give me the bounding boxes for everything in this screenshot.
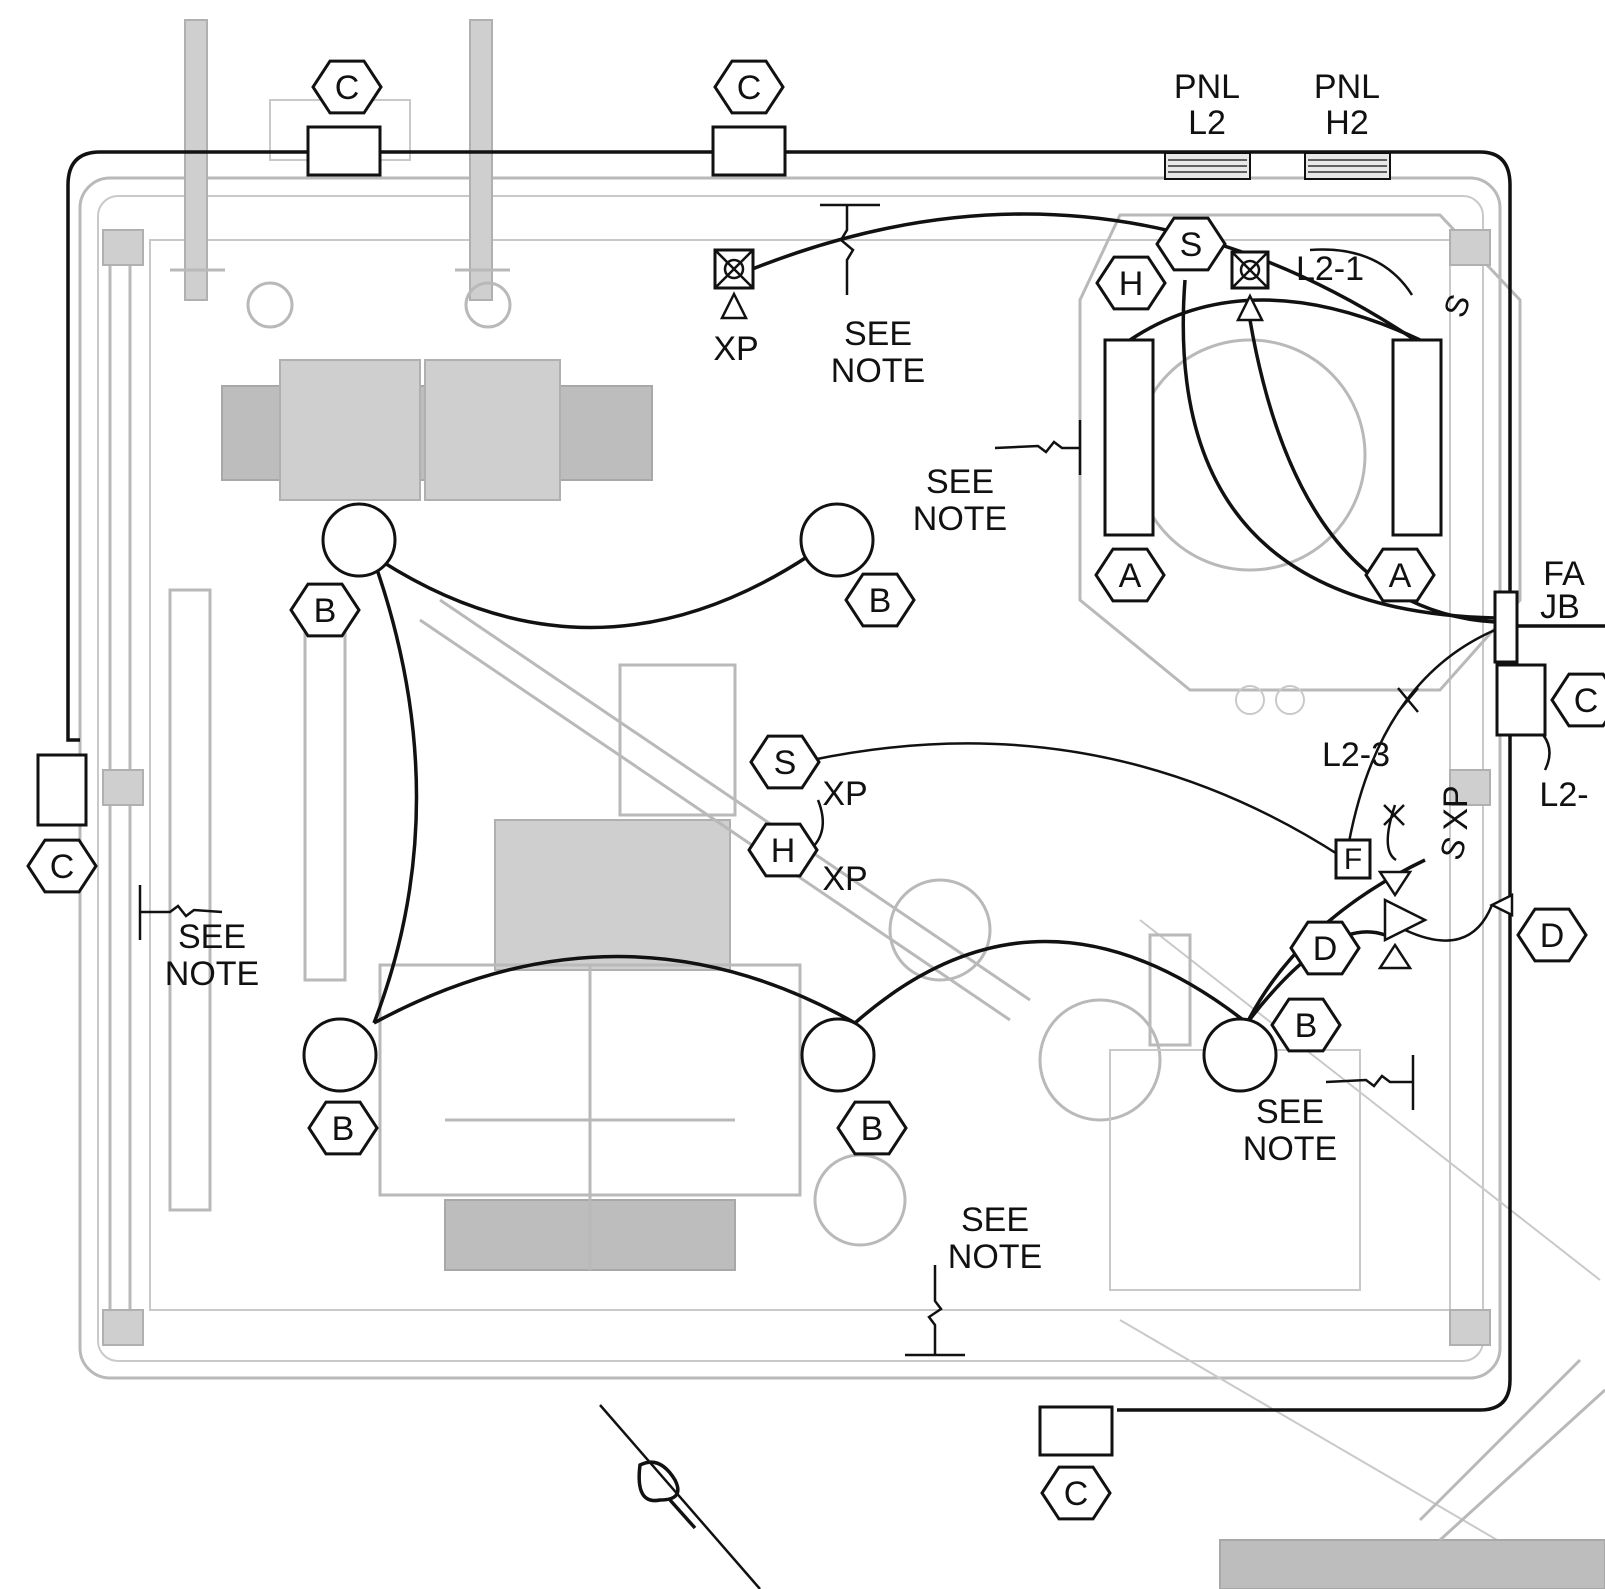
hex-c-left: C — [26, 838, 98, 894]
hex-b-4: B — [836, 1100, 908, 1156]
hex-b-3: B — [307, 1100, 379, 1156]
xp-label-s: XP — [822, 775, 867, 813]
hex-c-top-1: C — [311, 59, 383, 115]
hex-c-right-label: C — [1574, 682, 1599, 720]
circuit-l2-1: L2-1 — [1296, 250, 1364, 288]
wiring-layer — [66, 150, 1605, 1589]
see-note-4-see: SEE — [1256, 1093, 1324, 1131]
perimeter-conduit — [66, 150, 1512, 742]
device-b-1 — [321, 502, 397, 578]
hex-c-bottom-label: C — [1064, 1475, 1089, 1513]
device-c-left — [36, 753, 88, 827]
device-b-3 — [302, 1017, 378, 1093]
valve-d — [1377, 870, 1514, 970]
hex-a-left-label: A — [1119, 557, 1142, 595]
device-f-box — [1334, 838, 1372, 880]
hex-a-right: A — [1364, 547, 1436, 603]
devices-layer — [36, 125, 1547, 1457]
hex-b-5-label: B — [1295, 1007, 1318, 1045]
heater-a-left — [1103, 338, 1155, 537]
hex-s-top-label: S — [1180, 226, 1203, 264]
panel-h2 — [1304, 152, 1391, 180]
device-c-bottom — [1038, 1405, 1114, 1457]
hex-c-left-label: C — [50, 848, 75, 886]
background-equipment-layer — [78, 19, 1605, 1589]
jb-label: JB — [1540, 588, 1580, 626]
hex-a-left: A — [1094, 547, 1166, 603]
panel-l2 — [1164, 152, 1251, 180]
xp-box-2 — [1230, 250, 1270, 322]
hex-d-left-label: D — [1313, 930, 1338, 968]
see-note-1-see: SEE — [844, 315, 912, 353]
see-note-2-note: NOTE — [913, 500, 1007, 538]
panel-l2-line1: PNL — [1174, 68, 1240, 106]
hex-b-3-label: B — [332, 1110, 355, 1148]
device-b-2 — [799, 502, 875, 578]
hex-h-mid: H — [747, 822, 819, 878]
hex-s-top: S — [1155, 216, 1227, 272]
device-c-top-2 — [711, 125, 787, 177]
s-switch-symbol-1: S — [1436, 289, 1477, 321]
hex-d-right-label: D — [1540, 917, 1565, 955]
panel-l2-line2: L2 — [1188, 104, 1226, 142]
device-b-5 — [1202, 1017, 1278, 1093]
xp-box-1 — [713, 248, 755, 320]
hex-s-mid: S — [749, 734, 821, 790]
see-note-2-see: SEE — [926, 463, 994, 501]
hex-s-mid-label: S — [774, 744, 797, 782]
hex-b-2-label: B — [869, 582, 892, 620]
heater-a-right — [1391, 338, 1443, 537]
fa-junction-box — [1493, 590, 1519, 664]
hex-b-1: B — [289, 582, 361, 638]
hex-h-top-label: H — [1119, 265, 1144, 303]
see-note-3-see: SEE — [178, 918, 246, 956]
panel-h2-line1: PNL — [1314, 68, 1380, 106]
hex-c-top-2-label: C — [737, 69, 762, 107]
device-b-4 — [800, 1017, 876, 1093]
hex-b-1-label: B — [314, 592, 337, 630]
device-c-top-1 — [306, 125, 382, 177]
device-c-right — [1495, 663, 1547, 737]
hex-b-4-label: B — [861, 1110, 884, 1148]
hex-c-top-1-label: C — [335, 69, 360, 107]
see-note-4-note: NOTE — [1243, 1130, 1337, 1168]
hex-a-right-label: A — [1389, 557, 1412, 595]
fa-label: FA — [1543, 555, 1585, 593]
see-note-5-note: NOTE — [948, 1238, 1042, 1276]
hex-c-right: C — [1550, 672, 1605, 728]
hex-d-right: D — [1516, 907, 1588, 963]
circuit-l2-partial: L2- — [1539, 776, 1588, 814]
xp-label-top: XP — [713, 330, 758, 368]
hex-c-top-2: C — [713, 59, 785, 115]
see-note-1-note: NOTE — [831, 352, 925, 390]
xp-label-h: XP — [822, 860, 867, 898]
hex-b-5: B — [1270, 997, 1342, 1053]
hex-c-bottom: C — [1040, 1465, 1112, 1521]
text-labels: PNL L2 PNL H2 XP SEE NOTE SEE NOTE SEE N… — [165, 68, 1589, 1276]
panel-h2-line2: H2 — [1325, 104, 1368, 142]
hex-b-2: B — [844, 572, 916, 628]
see-note-3-note: NOTE — [165, 955, 259, 993]
hex-h-mid-label: H — [771, 832, 796, 870]
see-note-5-see: SEE — [961, 1201, 1029, 1239]
circuit-l2-3: L2-3 — [1322, 736, 1390, 774]
hex-d-left: D — [1289, 920, 1361, 976]
device-f-label: F — [1344, 843, 1362, 876]
hex-h-top: H — [1095, 255, 1167, 311]
xp-label-vertical: XP — [1437, 785, 1475, 830]
s-switch-symbol-2: S — [1432, 832, 1473, 864]
